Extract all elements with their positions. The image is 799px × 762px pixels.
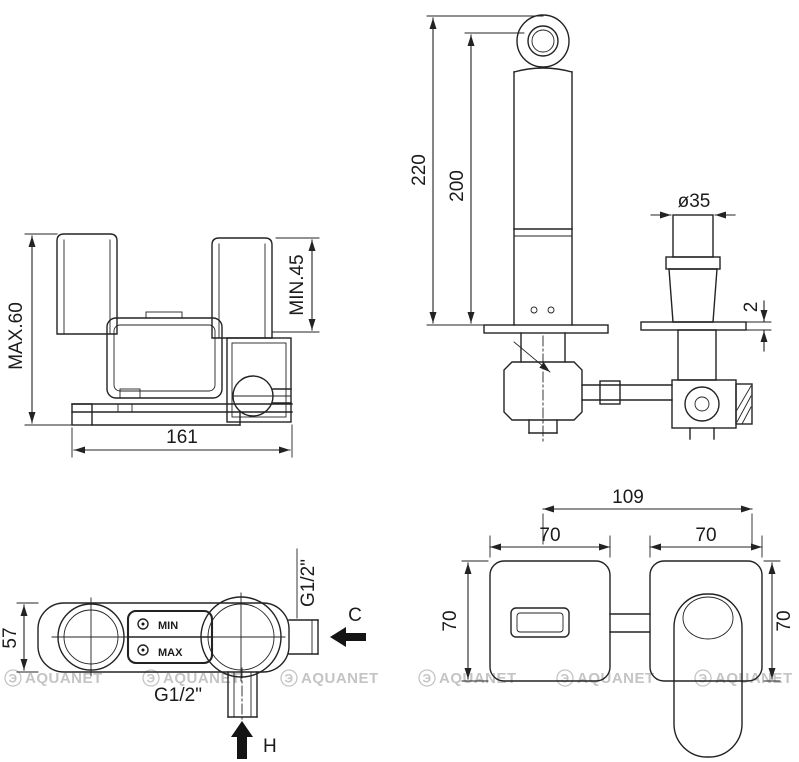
spout-plate — [489, 560, 611, 682]
hot-inlet-marker: H — [231, 721, 277, 759]
watermark-logo-glyph: Э — [284, 672, 293, 686]
watermark-logo-icon — [694, 669, 712, 687]
watermark: Э AQUANET — [418, 669, 517, 687]
watermark-text: AQUANET — [577, 670, 655, 687]
hot-label: H — [263, 736, 277, 757]
screw — [137, 618, 149, 630]
front-view-installed: 109 70 70 70 70 — [440, 487, 795, 758]
screw — [137, 644, 149, 656]
dim-height-200: 200 — [447, 32, 525, 324]
watermark-text: AQUANET — [439, 670, 517, 687]
dim-height-220: 220 — [409, 15, 544, 324]
watermark-text: AQUANET — [163, 670, 241, 687]
bottom-inlet-stub — [227, 667, 258, 732]
watermark-logo-icon — [142, 669, 160, 687]
dim-57-label: 57 — [0, 627, 21, 648]
dim-handle-diameter: ø35 — [650, 191, 736, 219]
top-view: MIN MAX 57 G1/2" C G1/ — [0, 548, 366, 759]
min-label: MIN — [158, 620, 178, 632]
spout-side — [513, 67, 573, 326]
watermark-text: AQUANET — [715, 670, 793, 687]
grub-screw-leader — [513, 341, 551, 373]
cold-label: C — [348, 605, 362, 626]
left-cylinder — [56, 233, 118, 335]
spout-front — [510, 607, 570, 638]
spout-top-circle — [516, 14, 570, 68]
lever-handle — [673, 593, 743, 758]
dim-center-distance: 109 — [542, 487, 753, 545]
watermark-logo-icon — [556, 669, 574, 687]
dim-70-left-label: 70 — [539, 525, 560, 546]
max-label: MAX — [158, 647, 183, 659]
watermark-logo-icon — [280, 669, 298, 687]
side-view: 220 200 — [409, 14, 772, 443]
watermark-logo-glyph: Э — [560, 672, 569, 686]
dim-200-label: 200 — [447, 170, 468, 202]
watermark-text: AQUANET — [301, 670, 379, 687]
screw-hole — [547, 306, 555, 314]
dim-109-label: 109 — [612, 487, 644, 508]
dim-d35-label: ø35 — [678, 191, 711, 212]
union-nut — [599, 380, 621, 405]
thread-bottom-label: G1/2" — [154, 685, 202, 706]
watermark-logo-glyph: Э — [698, 672, 707, 686]
watermark-logo-icon — [4, 669, 22, 687]
dim-70-right-label: 70 — [695, 525, 716, 546]
right-cylinder — [211, 237, 273, 339]
dim-min-depth: MIN.45 — [271, 237, 320, 333]
cold-arrow-icon — [330, 627, 366, 647]
hidden-connection — [609, 613, 651, 633]
min-max-plate: MIN MAX — [126, 609, 214, 665]
spout-wall-plate — [483, 324, 609, 334]
body-outline — [37, 602, 290, 673]
dim-right-plate-height: 70 — [763, 560, 795, 682]
watermark-logo-icon — [418, 669, 436, 687]
dim-2-label: 2 — [741, 302, 762, 313]
dim-right-plate-width: 70 — [649, 525, 763, 558]
spout-connection-circle — [51, 597, 131, 677]
hot-arrow-icon — [231, 721, 253, 759]
front-view-rough-in: MAX.60 MIN.45 161 — [6, 233, 320, 458]
dim-220-label: 220 — [409, 154, 430, 186]
dim-70-vleft-label: 70 — [440, 610, 461, 631]
screw-hole — [530, 306, 538, 314]
mixer-central-body — [106, 311, 223, 399]
handle-side — [665, 214, 721, 323]
watermark: Э AQUANET — [694, 669, 793, 687]
dim-161-label: 161 — [166, 427, 198, 448]
dim-plate-thickness: 2 — [741, 300, 772, 352]
valve-body-behind-wall — [671, 329, 753, 440]
watermark-text: AQUANET — [25, 670, 103, 687]
side-outlet: G1/2" — [288, 548, 319, 655]
valve-box — [226, 337, 292, 423]
cold-inlet-marker: C — [330, 605, 366, 647]
watermark: Э AQUANET — [4, 669, 103, 687]
dim-min45-label: MIN.45 — [287, 254, 308, 315]
dim-max-depth: MAX.60 — [6, 233, 73, 426]
mounting-bracket — [71, 403, 293, 426]
connecting-pipe — [581, 380, 673, 405]
watermark-row: Э AQUANET Э AQUANET Э AQUANET Э AQUANET … — [4, 669, 793, 687]
watermark: Э AQUANET — [556, 669, 655, 687]
watermark-logo-glyph: Э — [8, 672, 17, 686]
dim-left-plate-height: 70 — [440, 560, 489, 682]
thread-side-label: G1/2" — [298, 559, 319, 607]
valve-port-circle — [684, 386, 720, 422]
watermark-logo-glyph: Э — [422, 672, 431, 686]
dim-body-width: 161 — [71, 424, 293, 458]
dim-left-plate-width: 70 — [489, 525, 611, 558]
dim-body-depth: 57 — [0, 602, 39, 673]
rough-body-behind-wall — [503, 332, 583, 443]
handle-plate — [649, 560, 763, 682]
watermark: Э AQUANET — [142, 669, 241, 687]
dim-70-vright-label: 70 — [774, 610, 795, 631]
handle-wall-plate — [640, 321, 747, 331]
dim-max60-label: MAX.60 — [6, 302, 27, 370]
watermark: Э AQUANET — [280, 669, 379, 687]
watermark-logo-glyph: Э — [146, 672, 155, 686]
fixing-bracket — [735, 383, 753, 425]
